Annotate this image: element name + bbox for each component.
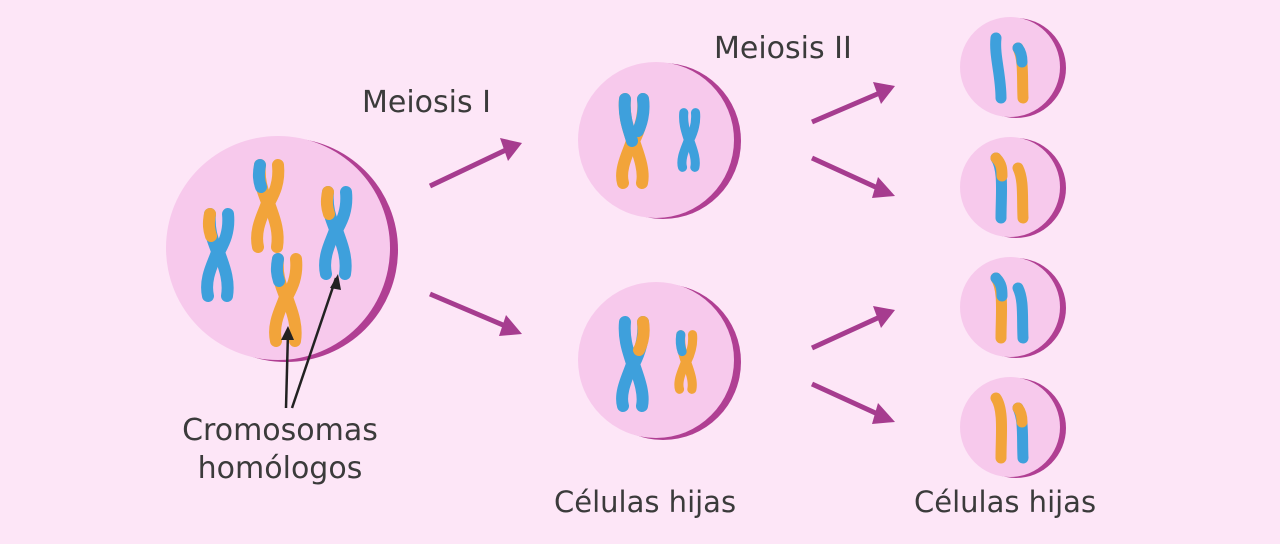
- chromosome-blue-1: [201, 208, 235, 302]
- daughter-cell-2: [578, 282, 741, 440]
- meiosis-ii-label: Meiosis II: [714, 31, 852, 66]
- chromosome-blue-2: [319, 186, 353, 280]
- meiosis-i-label: Meiosis I: [362, 85, 492, 120]
- meiosis-ii-arrow-1: [811, 82, 895, 125]
- meiosis-ii-arrow-4: [810, 381, 895, 424]
- daughter-cells-label-second: Células hijas: [914, 485, 1097, 519]
- parent-cell: [166, 136, 398, 362]
- final-cell-4: [960, 377, 1066, 478]
- meiosis-i-arrow-up: [428, 138, 522, 189]
- homologous-pointer-arrows: [281, 274, 341, 409]
- meiosis-ii-arrow-2: [810, 155, 895, 198]
- chromosome-orange-1: [251, 159, 285, 253]
- daughter-cells-label-first: Células hijas: [554, 485, 737, 519]
- meiosis-ii-arrow-3: [810, 306, 895, 351]
- homologous-chromosomes-label: Cromosomas homólogos: [148, 412, 412, 488]
- final-cell-2: [960, 137, 1066, 238]
- final-cell-3: [960, 257, 1066, 358]
- homologous-label-line2: homólogos: [197, 451, 363, 486]
- homologous-label-line1: Cromosomas: [182, 413, 378, 448]
- daughter-cell-1: [578, 62, 741, 219]
- final-cell-1: [960, 17, 1066, 118]
- chromosome-orange-2: [269, 253, 303, 347]
- meiosis-i-arrow-down: [429, 291, 522, 336]
